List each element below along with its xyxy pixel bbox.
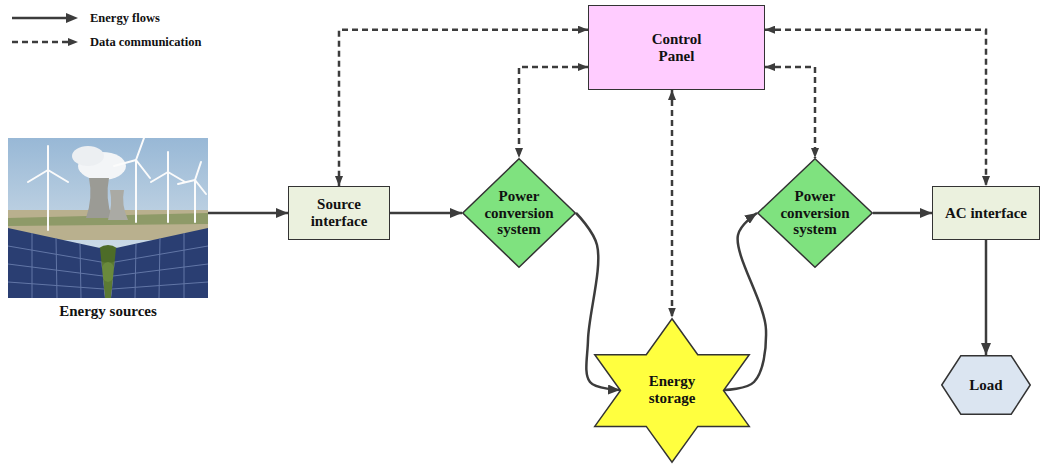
panel-grid-line	[112, 282, 208, 289]
node-label: Power conversion system	[477, 188, 561, 238]
turbine-blade	[136, 160, 150, 178]
storage-star: Energy storage	[594, 318, 750, 463]
legend-line	[12, 17, 66, 20]
interface-box: AC interface	[932, 186, 1040, 240]
turbine-blade	[195, 162, 201, 180]
turbine-blade	[28, 170, 48, 182]
diamond-shape	[758, 159, 873, 268]
legend: Energy flowsData communication	[12, 6, 201, 54]
turbine-blade	[168, 172, 185, 182]
legend-arrow-head	[66, 13, 78, 23]
node-label: Source interface	[296, 196, 382, 230]
legend-line	[12, 41, 68, 44]
turbine-pole	[167, 172, 169, 222]
panel-grid-line	[8, 264, 103, 276]
node-label: AC interface	[943, 205, 1029, 222]
node-label: Load	[951, 377, 1021, 394]
turbine-blade	[114, 160, 136, 166]
turbine-blade	[48, 170, 68, 182]
turbine-pole	[47, 170, 49, 230]
panel-grid-line	[135, 244, 136, 298]
panel-grid-line	[8, 282, 104, 289]
panel-grid-line	[80, 244, 81, 298]
sky	[8, 138, 208, 298]
legend-row: Energy flows	[12, 6, 201, 30]
label-group: Power conversion system	[477, 188, 561, 238]
steam-cloud	[72, 146, 104, 166]
cooling-tower	[108, 190, 128, 220]
label-group: Power conversion system	[773, 188, 857, 238]
control-box: Control Panel	[588, 5, 765, 90]
data-link-arrow	[765, 67, 815, 158]
energy-flow-arrow	[208, 212, 288, 215]
turbine-pole	[194, 180, 196, 222]
legend-line-sample	[12, 12, 78, 24]
node-label: Energy storage	[632, 373, 712, 407]
conversion-diamond: Power conversion system	[462, 158, 576, 268]
energy-flow-arrow	[873, 212, 932, 215]
node-label: Control Panel	[641, 31, 713, 65]
energy-flow-arrow	[390, 212, 462, 215]
data-link-arrow	[765, 30, 986, 186]
solar-panel	[111, 228, 208, 298]
panel-grid-line	[115, 246, 208, 262]
label-group: Energy storage	[632, 373, 712, 407]
turbine-blade	[151, 172, 168, 182]
data-link-arrow	[339, 30, 588, 186]
diamond-shape	[463, 159, 576, 268]
label-group: AC interface	[943, 205, 1029, 222]
conversion-diamond: Power conversion system	[757, 158, 873, 268]
label-group: Control Panel	[641, 31, 713, 65]
wind-turbines	[28, 138, 206, 230]
panel-grid-line	[8, 246, 101, 262]
panel-grid-line	[56, 238, 57, 298]
data-link-arrow	[519, 67, 588, 158]
hexagon-shape	[942, 356, 1031, 415]
energy-sources-picture	[8, 138, 208, 298]
label-group: Load	[951, 377, 1021, 394]
solar-panel-grid	[8, 233, 208, 298]
panel-grid-line	[113, 264, 208, 276]
interface-box: Source interface	[288, 186, 390, 240]
panel-grid-line	[184, 233, 185, 298]
star-shape	[595, 318, 750, 462]
panel-grid-line	[32, 233, 33, 298]
solar-panel	[8, 228, 105, 298]
turbine-pole	[135, 160, 137, 222]
source-picture: Energy sources	[8, 138, 208, 322]
legend-row: Data communication	[12, 30, 201, 54]
turbine-blade	[178, 180, 195, 184]
data-link-arrow	[671, 90, 674, 318]
label-group: Energy sources	[10, 303, 206, 322]
turbine-blade	[167, 152, 169, 172]
panel-grid-line	[159, 238, 160, 298]
energy-flow-arrow	[985, 240, 988, 355]
label-group: Source interface	[296, 196, 382, 230]
node-label: Power conversion system	[773, 188, 857, 238]
node-label: Energy sources	[10, 303, 206, 320]
turbine-blade	[47, 146, 49, 170]
legend-label: Energy flows	[90, 11, 160, 26]
load-hexagon: Load	[941, 355, 1031, 415]
legend-label: Data communication	[90, 35, 201, 50]
cooling-tower	[86, 178, 112, 218]
legend-arrow-head	[68, 38, 78, 46]
turbine-blade	[195, 180, 206, 194]
turbine-blade	[136, 138, 144, 160]
legend-line-sample	[12, 36, 78, 48]
